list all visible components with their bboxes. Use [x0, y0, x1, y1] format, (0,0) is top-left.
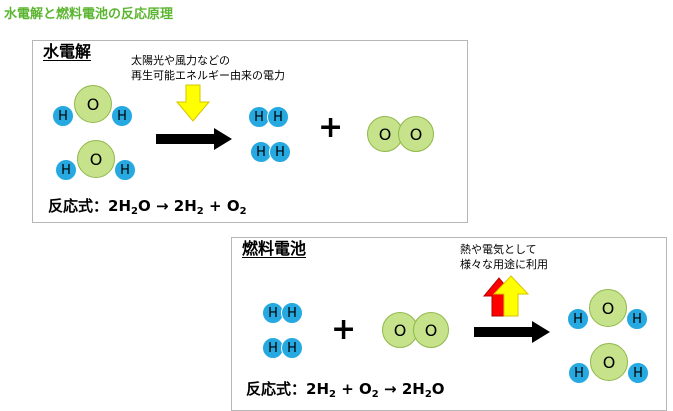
equation-label: 反応式： — [246, 380, 307, 398]
hydrogen-atom: H — [250, 141, 272, 163]
fuel-cell-title: 燃料電池 — [242, 239, 307, 258]
oxygen-atom: O — [74, 85, 112, 123]
energy-input-arrow — [175, 84, 211, 122]
oxygen-atom: O — [367, 116, 403, 152]
hydrogen-atom: H — [55, 159, 77, 181]
oxygen-atom: O — [589, 289, 627, 327]
oxygen-atom: O — [413, 312, 449, 348]
oxygen-atom: O — [382, 312, 418, 348]
fuel-cell-panel: 燃料電池 熱や電気として 様々な用途に利用 H H H H + O O O H … — [231, 237, 667, 411]
output-note: 熱や電気として 様々な用途に利用 — [460, 242, 548, 272]
hydrogen-atom: H — [111, 105, 133, 127]
hydrogen-atom: H — [626, 308, 648, 330]
hydrogen-atom: H — [52, 105, 74, 127]
page-title: 水電解と燃料電池の反応原理 — [4, 7, 174, 22]
hydrogen-atom: H — [627, 362, 649, 384]
hydrogen-atom: H — [267, 106, 289, 128]
oxygen-atom: O — [77, 140, 115, 178]
hydrogen-atom: H — [281, 337, 303, 359]
hydrogen-atom: H — [269, 141, 291, 163]
heat-electricity-output-arrows — [482, 275, 530, 317]
output-note-line1: 熱や電気として — [460, 243, 537, 256]
hydrogen-atom: H — [568, 362, 590, 384]
energy-note: 太陽光や風力などの 再生可能エネルギー由来の電力 — [131, 53, 285, 83]
energy-note-line1: 太陽光や風力などの — [131, 54, 230, 67]
electrolysis-title: 水電解 — [43, 42, 92, 61]
plus-sign: + — [318, 110, 344, 145]
reaction-equation: 反応式：2H2O → 2H2 + O2 — [48, 197, 247, 217]
reaction-equation: 反応式：2H2 + O2 → 2H2O — [246, 380, 445, 400]
reaction-arrow — [156, 128, 232, 150]
oxygen-atom: O — [398, 116, 434, 152]
oxygen-atom: O — [590, 343, 628, 381]
output-note-line2: 様々な用途に利用 — [460, 258, 548, 271]
reaction-arrow — [474, 321, 550, 343]
hydrogen-atom: H — [262, 337, 284, 359]
electricity-output-arrow — [492, 275, 530, 317]
hydrogen-atom: H — [567, 308, 589, 330]
hydrogen-atom: H — [114, 159, 136, 181]
energy-note-line2: 再生可能エネルギー由来の電力 — [131, 69, 285, 82]
equation-label: 反応式： — [48, 197, 109, 215]
hydrogen-atom: H — [281, 302, 303, 324]
plus-sign: + — [331, 312, 357, 347]
electrolysis-panel: 水電解 太陽光や風力などの 再生可能エネルギー由来の電力 O H H O H H… — [32, 40, 468, 223]
